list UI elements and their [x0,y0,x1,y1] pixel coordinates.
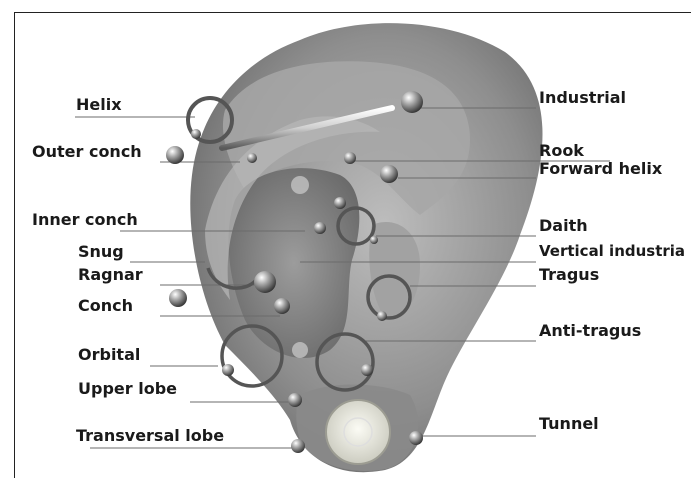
anti-tragus-ring-ball [361,364,373,376]
transversal-lobe-ball [291,439,305,453]
label-anti-tragus: Anti-tragus [539,322,641,340]
label-vertical-industrial: Vertical industria [539,242,685,260]
ragnar-ball [254,271,276,293]
label-ragnar: Ragnar [78,266,143,284]
tunnel-plug [326,400,390,464]
vertical-industrial-bottom-ball [292,342,308,358]
rook-ball [344,152,356,164]
label-tunnel: Tunnel [539,415,599,433]
inner-conch-ball [314,222,326,234]
orbital-ring-ball [222,364,234,376]
vertical-industrial-top-ball [291,176,309,194]
outer-conch-inner-ball [247,153,257,163]
label-inner-conch: Inner conch [32,211,138,229]
upper-lobe-stud [288,393,302,407]
tragus-ring-ball [377,311,387,321]
label-tragus: Tragus [539,266,599,284]
label-transversal-lobe: Transversal lobe [76,427,224,445]
forward-helix-ball [380,165,398,183]
label-rook: Rook [539,142,584,160]
label-daith: Daith [539,217,588,235]
label-industrial: Industrial [539,89,626,107]
helix-ring-ball [191,129,201,139]
label-outer-conch: Outer conch [32,143,142,161]
conch-ball [274,298,290,314]
label-snug: Snug [78,243,124,261]
inner-conch-upper-ball [334,197,346,209]
outer-conch-stud [166,146,184,164]
label-forward-helix: Forward helix [539,160,662,178]
industrial-ball [401,91,423,113]
label-upper-lobe: Upper lobe [78,380,177,398]
tunnel-side-ball [409,431,423,445]
daith-ring-ball [370,236,378,244]
conch-outer-stud [169,289,187,307]
label-conch: Conch [78,297,133,315]
label-helix: Helix [76,96,122,114]
label-orbital: Orbital [78,346,140,364]
